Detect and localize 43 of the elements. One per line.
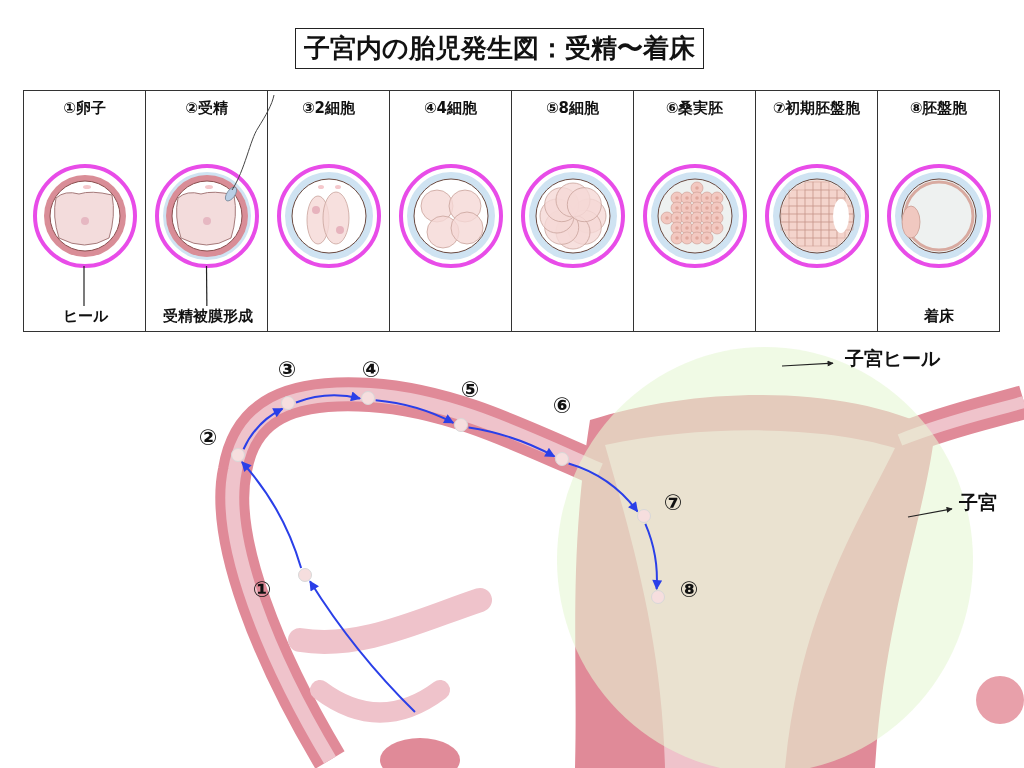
step-number: ⑦ xyxy=(662,490,684,515)
arrow xyxy=(309,580,416,713)
stage-heading: ⑧胚盤胞 xyxy=(908,99,969,118)
stage-panel xyxy=(389,90,512,332)
leader-line xyxy=(205,265,208,307)
arrow xyxy=(242,407,284,451)
stage-note: 着床 xyxy=(922,307,955,326)
leader-arrow xyxy=(781,360,834,367)
arrow xyxy=(567,462,639,513)
stage-panel xyxy=(267,90,390,332)
step-number: ④ xyxy=(360,357,382,382)
step-number: ⑤ xyxy=(459,377,481,402)
arrow xyxy=(467,426,556,458)
arrow xyxy=(374,399,455,424)
stage-heading: ⑤8細胞 xyxy=(544,99,601,118)
stage-panel xyxy=(633,90,756,332)
arrow xyxy=(240,461,303,569)
step-number: ③ xyxy=(276,357,298,382)
part-label: 子宮 xyxy=(952,490,1004,518)
stage-heading: ③2細胞 xyxy=(300,99,357,118)
step-number: ② xyxy=(197,425,219,450)
arrow xyxy=(295,391,361,404)
stage-heading: ④4細胞 xyxy=(422,99,479,118)
stage-panel xyxy=(511,90,634,332)
stage-panel xyxy=(145,90,268,332)
step-number: ⑥ xyxy=(551,393,573,418)
step-number: ⑧ xyxy=(678,577,700,602)
part-label: ヒール xyxy=(51,307,119,331)
part-label: 受精被膜形成 xyxy=(149,307,267,331)
leader-arrow xyxy=(907,506,953,518)
stage-heading: ⑥桑実胚 xyxy=(664,99,725,118)
part-label: 子宮ヒール xyxy=(833,346,951,374)
stage-panel xyxy=(755,90,878,332)
title: 子宮内の胎児発生図：受精〜着床 xyxy=(295,28,704,69)
step-number: ① xyxy=(251,577,273,602)
stage-panel xyxy=(877,90,1000,332)
stage-heading: ②受精 xyxy=(184,99,229,118)
arrow xyxy=(644,522,663,591)
stage-panel xyxy=(23,90,146,332)
stage-heading: ①卵子 xyxy=(62,99,107,118)
embryo-dot xyxy=(298,568,312,582)
leader-line xyxy=(83,265,85,307)
stage-heading: ⑦初期胚盤胞 xyxy=(771,99,862,118)
